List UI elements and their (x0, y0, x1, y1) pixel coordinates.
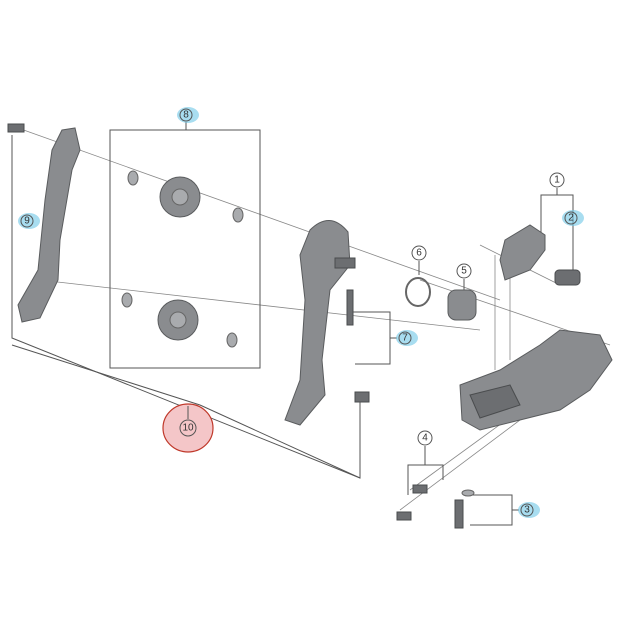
washer[interactable] (461, 489, 475, 497)
axle[interactable] (334, 257, 356, 269)
callout-7[interactable]: 7 (396, 330, 418, 346)
callout-3[interactable]: 3 (518, 502, 540, 518)
pulley-bolt[interactable] (354, 391, 370, 403)
washer[interactable] (121, 292, 133, 308)
callout-number: 3 (524, 505, 530, 516)
callout-number: 1 (554, 175, 560, 186)
callout-leader-lines (11, 122, 574, 526)
callout-number: 10 (182, 423, 194, 434)
washer[interactable] (232, 207, 244, 223)
spring-ring[interactable] (405, 277, 431, 307)
callout-8[interactable]: 8 (177, 107, 199, 123)
small-bolt[interactable] (396, 511, 412, 521)
small-bolt[interactable] (412, 484, 428, 494)
spring-cap[interactable] (447, 289, 477, 321)
pulley-hub (171, 188, 189, 206)
washer[interactable] (127, 170, 139, 186)
stop-pin[interactable] (346, 289, 354, 326)
callout-number: 5 (461, 266, 467, 277)
callout-number: 7 (402, 333, 408, 344)
parts (7, 123, 613, 529)
callout-number: 6 (416, 248, 422, 259)
callout-number: 9 (24, 216, 30, 227)
callout-6[interactable]: 6 (411, 245, 427, 261)
callout-number: 2 (568, 213, 574, 224)
callout-10-selected[interactable]: 10 (162, 403, 214, 453)
callout-9[interactable]: 9 (18, 213, 40, 229)
fixing-bolt[interactable] (454, 499, 464, 529)
body-mechanism (469, 384, 521, 419)
callout-4[interactable]: 4 (417, 430, 433, 446)
callout-2[interactable]: 2 (562, 210, 584, 226)
callout-1[interactable]: 1 (549, 172, 565, 188)
adjust-bolt[interactable] (554, 269, 581, 286)
callout-number: 4 (422, 433, 428, 444)
callout-5[interactable]: 5 (456, 263, 472, 279)
outer-plate[interactable] (17, 127, 81, 323)
plate-bolt[interactable] (7, 123, 25, 133)
b-axle-unit[interactable] (499, 224, 546, 281)
washer[interactable] (226, 332, 238, 348)
inner-plate[interactable] (284, 220, 351, 426)
callout-number: 8 (183, 110, 189, 121)
pulley-hub (169, 311, 187, 329)
